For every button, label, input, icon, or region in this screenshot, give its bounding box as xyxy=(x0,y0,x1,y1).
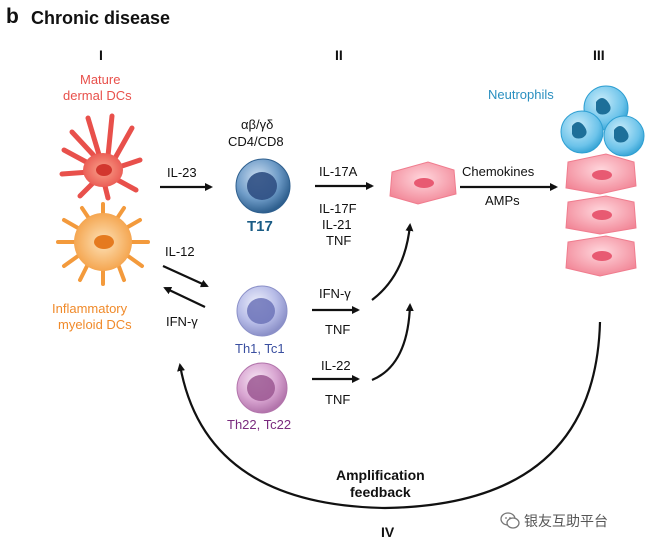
t17-output-1: IL-17A xyxy=(319,164,358,179)
th1-label: Th1, Tc1 xyxy=(235,341,285,356)
th22-output-2: TNF xyxy=(325,392,351,407)
t17-output-2: IL-17F xyxy=(319,201,357,216)
watermark-text: 银友互助平台 xyxy=(524,513,608,529)
t17-output-3: IL-21 xyxy=(322,217,352,232)
panel-title: Chronic disease xyxy=(31,8,171,28)
th22-label: Th22, Tc22 xyxy=(227,417,292,432)
signal-il23: IL-23 xyxy=(167,165,197,180)
th22-tc22-cell xyxy=(236,362,288,414)
t17-label: T17 xyxy=(247,218,273,235)
inflammatory-myeloid-dc-cell xyxy=(56,202,150,286)
th1-output-2: TNF xyxy=(325,322,351,337)
stage-label-ii: II xyxy=(335,47,343,63)
neutrophil-cluster xyxy=(560,85,645,157)
inflammatory-dcs-label-line2: myeloid DCs xyxy=(58,317,132,332)
arrow-il12 xyxy=(162,264,209,288)
th1-tc1-cell xyxy=(236,285,288,337)
stage-label-iv: IV xyxy=(381,524,395,540)
keratinocyte-output-1: Chemokines xyxy=(462,164,535,179)
mature-dermal-dc-cell xyxy=(59,113,143,201)
signal-ifng-back: IFN-γ xyxy=(166,314,198,329)
neutrophils-label: Neutrophils xyxy=(488,87,554,102)
t17-header-line1: αβ/γδ xyxy=(241,117,274,132)
t17-header-line2: CD4/CD8 xyxy=(228,134,284,149)
panel-letter: b xyxy=(6,5,19,28)
arrow-feedback xyxy=(177,321,602,510)
mature-dcs-label-line2: dermal DCs xyxy=(63,88,132,103)
stage-label-iii: III xyxy=(593,47,605,63)
t17-cell xyxy=(235,158,291,214)
stage-label-i: I xyxy=(99,47,103,63)
keratinocyte-output-2: AMPs xyxy=(485,193,520,208)
wechat-icon xyxy=(500,512,520,530)
signal-il12: IL-12 xyxy=(165,244,195,259)
arrow-th22-to-keratinocyte xyxy=(371,303,414,382)
inflammatory-dcs-label-line1: Inflammatory xyxy=(52,301,128,316)
keratinocyte-cell xyxy=(389,161,457,205)
arrow-th1-to-keratinocyte xyxy=(371,223,414,301)
mature-dcs-label-line1: Mature xyxy=(80,72,121,87)
feedback-label-line1: Amplification xyxy=(336,467,425,483)
th1-output-1: IFN-γ xyxy=(319,286,351,301)
feedback-label-line2: feedback xyxy=(350,484,411,500)
arrow-ifng-back xyxy=(163,286,206,308)
keratinocyte-stack xyxy=(565,153,637,277)
th22-output-1: IL-22 xyxy=(321,358,351,373)
t17-output-4: TNF xyxy=(326,233,352,248)
